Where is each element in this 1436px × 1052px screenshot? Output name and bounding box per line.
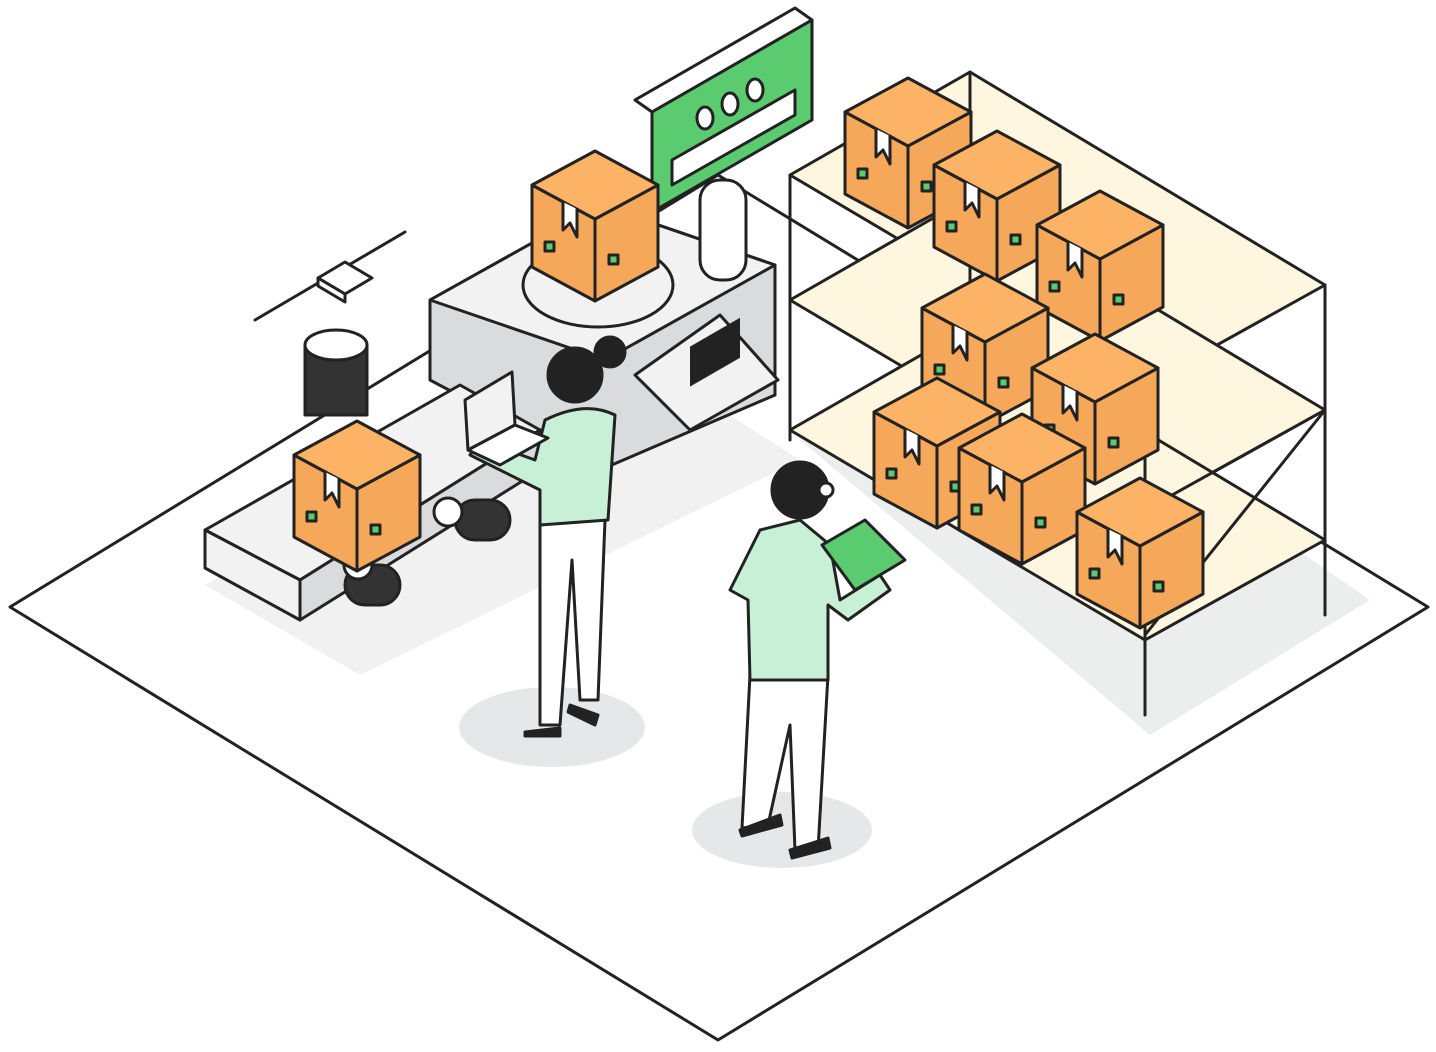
keypad-keys (690, 317, 740, 387)
box-icon (292, 419, 422, 573)
tablet-icon (820, 518, 907, 592)
person-shadow (459, 687, 645, 767)
person-shadow (692, 792, 872, 868)
person-woman (463, 335, 627, 738)
box-icon (1035, 189, 1165, 343)
drone-icon (253, 230, 407, 417)
box-icon (1075, 476, 1205, 630)
shelf-brace (1143, 408, 1327, 512)
box-icon (530, 149, 660, 303)
boxes (292, 76, 1205, 630)
box-icon (957, 412, 1087, 566)
person-man (728, 460, 907, 860)
